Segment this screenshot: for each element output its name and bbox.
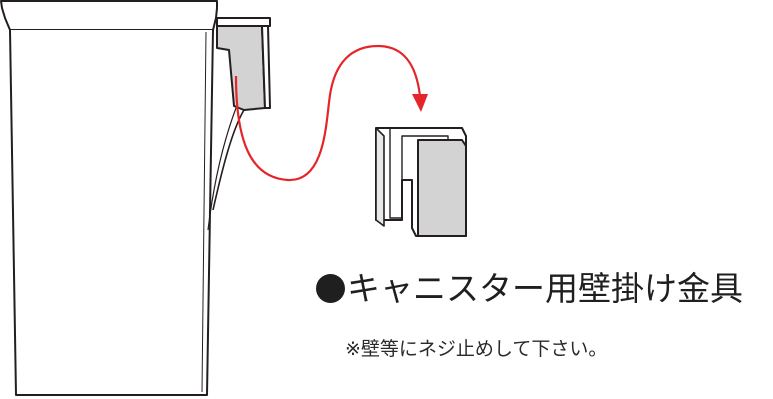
bracket-title-text: キャニスター用壁掛け金具 [347, 269, 743, 308]
direction-arrow [234, 44, 428, 182]
bracket-title: キャニスター用壁掛け金具 [316, 272, 743, 305]
canister [0, 0, 218, 396]
canister-mount [207, 17, 271, 231]
mounting-note: ※壁等にネジ止めして下さい。 [345, 338, 608, 360]
bullet-icon [316, 274, 345, 303]
wall-bracket [375, 127, 467, 237]
arrow-head [412, 94, 428, 112]
